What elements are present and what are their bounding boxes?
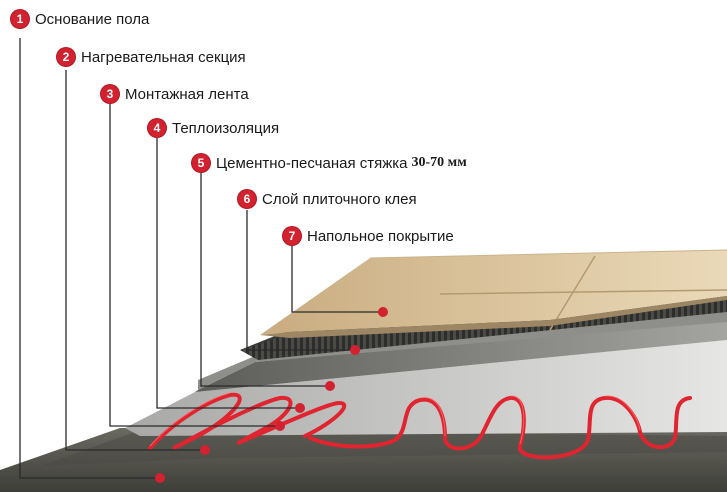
leader-6 <box>246 210 355 351</box>
layer-tile <box>260 249 727 338</box>
marker-2 <box>200 445 210 455</box>
number-badge: 6 <box>238 190 256 208</box>
heating-cable-highlight <box>149 392 641 447</box>
layer-label-text: Монтажная лента <box>125 85 249 103</box>
layer-label-2: 2 Нагревательная секция <box>57 48 246 66</box>
layer-base <box>0 428 727 492</box>
layer-label-text: Цементно-песчаная стяжка <box>216 154 408 172</box>
layer-label-7: 7 Напольное покрытие <box>283 227 454 245</box>
screed-thickness: 30-70 мм <box>411 155 467 170</box>
leader-5 <box>200 172 330 387</box>
layer-insulation <box>125 340 727 436</box>
layer-label-5: 5 Цементно-песчаная стяжка 30-70 мм <box>192 154 467 172</box>
number-badge: 7 <box>283 227 301 245</box>
marker-1 <box>155 473 165 483</box>
leader-2 <box>65 70 205 451</box>
marker-6 <box>350 345 360 355</box>
leader-7 <box>291 246 383 313</box>
marker-5 <box>325 381 335 391</box>
layer-label-1: 1 Основание пола <box>11 10 149 28</box>
number-badge: 4 <box>148 119 166 137</box>
layer-label-4: 4 Теплоизоляция <box>148 119 279 137</box>
layer-label-text: Напольное покрытие <box>307 227 454 245</box>
number-badge: 3 <box>101 85 119 103</box>
number-badge: 5 <box>192 154 210 172</box>
marker-3 <box>275 421 285 431</box>
layer-label-text: Теплоизоляция <box>172 119 280 137</box>
number-badge: 1 <box>11 10 29 28</box>
marker-4 <box>295 403 305 413</box>
layer-label-3: 3 Монтажная лента <box>101 85 249 103</box>
layer-label-text: Основание пола <box>35 10 150 28</box>
leader-lines <box>19 38 383 479</box>
layer-label-text: Нагревательная секция <box>81 48 246 66</box>
layer-screed <box>195 310 727 392</box>
layer-label-6: 6 Слой плиточного клея <box>238 190 417 208</box>
leader-4 <box>156 138 300 409</box>
leader-markers <box>155 307 388 483</box>
layer-label-text: Слой плиточного клея <box>262 190 417 208</box>
marker-7 <box>378 307 388 317</box>
leader-3 <box>109 104 280 427</box>
number-badge: 2 <box>57 48 75 66</box>
leader-1 <box>19 38 160 479</box>
